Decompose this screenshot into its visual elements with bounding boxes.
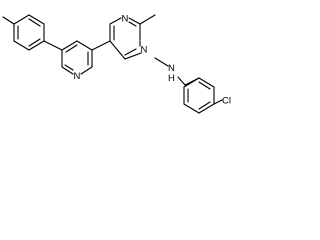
bond-pyr-4 <box>80 66 93 75</box>
bond-pym-methyl <box>139 14 156 25</box>
bond-methyl-tolyl <box>2 16 15 25</box>
bond-pym-double-2 <box>128 21 137 27</box>
bond-pym-nh <box>154 57 169 67</box>
bond-clph-6 <box>183 77 200 88</box>
bond-tolyl-double-2 <box>28 38 41 47</box>
bond-nh-ch2 <box>177 76 186 86</box>
bond-tolyl-double-1 <box>28 18 41 27</box>
pyrimidine-n1-label: N <box>122 14 129 25</box>
molecule-structure: N N N N H Cl <box>2 14 231 114</box>
bond-clph-double-1 <box>198 81 211 90</box>
bond-tolyl-4 <box>28 40 45 51</box>
bond-pyr-double-1 <box>65 44 78 53</box>
bond-clph-3 <box>198 103 215 114</box>
bond-pyr-1 <box>61 40 78 51</box>
bond-pym-2 <box>109 17 122 25</box>
bond-pyr-double-3 <box>64 64 74 71</box>
bond-phenyl-cl <box>213 99 223 105</box>
bond-pyridine-pyrimidine <box>91 40 111 51</box>
bond-pyr-5 <box>61 66 74 75</box>
bond-pym-7 <box>109 40 126 60</box>
bond-pyr-2 <box>76 40 93 51</box>
amine-n-label: N <box>168 63 175 74</box>
bond-tolyl-pyridine <box>43 40 63 51</box>
bond-pym-3 <box>128 17 141 25</box>
bond-tolyl-2 <box>28 14 45 25</box>
chlorine-label: Cl <box>222 96 231 107</box>
atom-labels: N N N N H Cl <box>74 14 231 107</box>
bond-tolyl-1 <box>13 14 30 25</box>
bond-clph-double-2 <box>198 101 211 110</box>
bond-clph-1 <box>198 77 215 88</box>
bond-pym-double-3 <box>124 48 137 56</box>
amine-h-label: H <box>168 73 175 84</box>
bonds <box>2 14 223 114</box>
bond-tolyl-5 <box>13 40 30 51</box>
pyrimidine-n3-label: N <box>141 45 148 56</box>
bond-clph-4 <box>183 103 200 114</box>
pyridine-n-label: N <box>74 71 81 82</box>
bond-pym-6 <box>124 52 142 60</box>
